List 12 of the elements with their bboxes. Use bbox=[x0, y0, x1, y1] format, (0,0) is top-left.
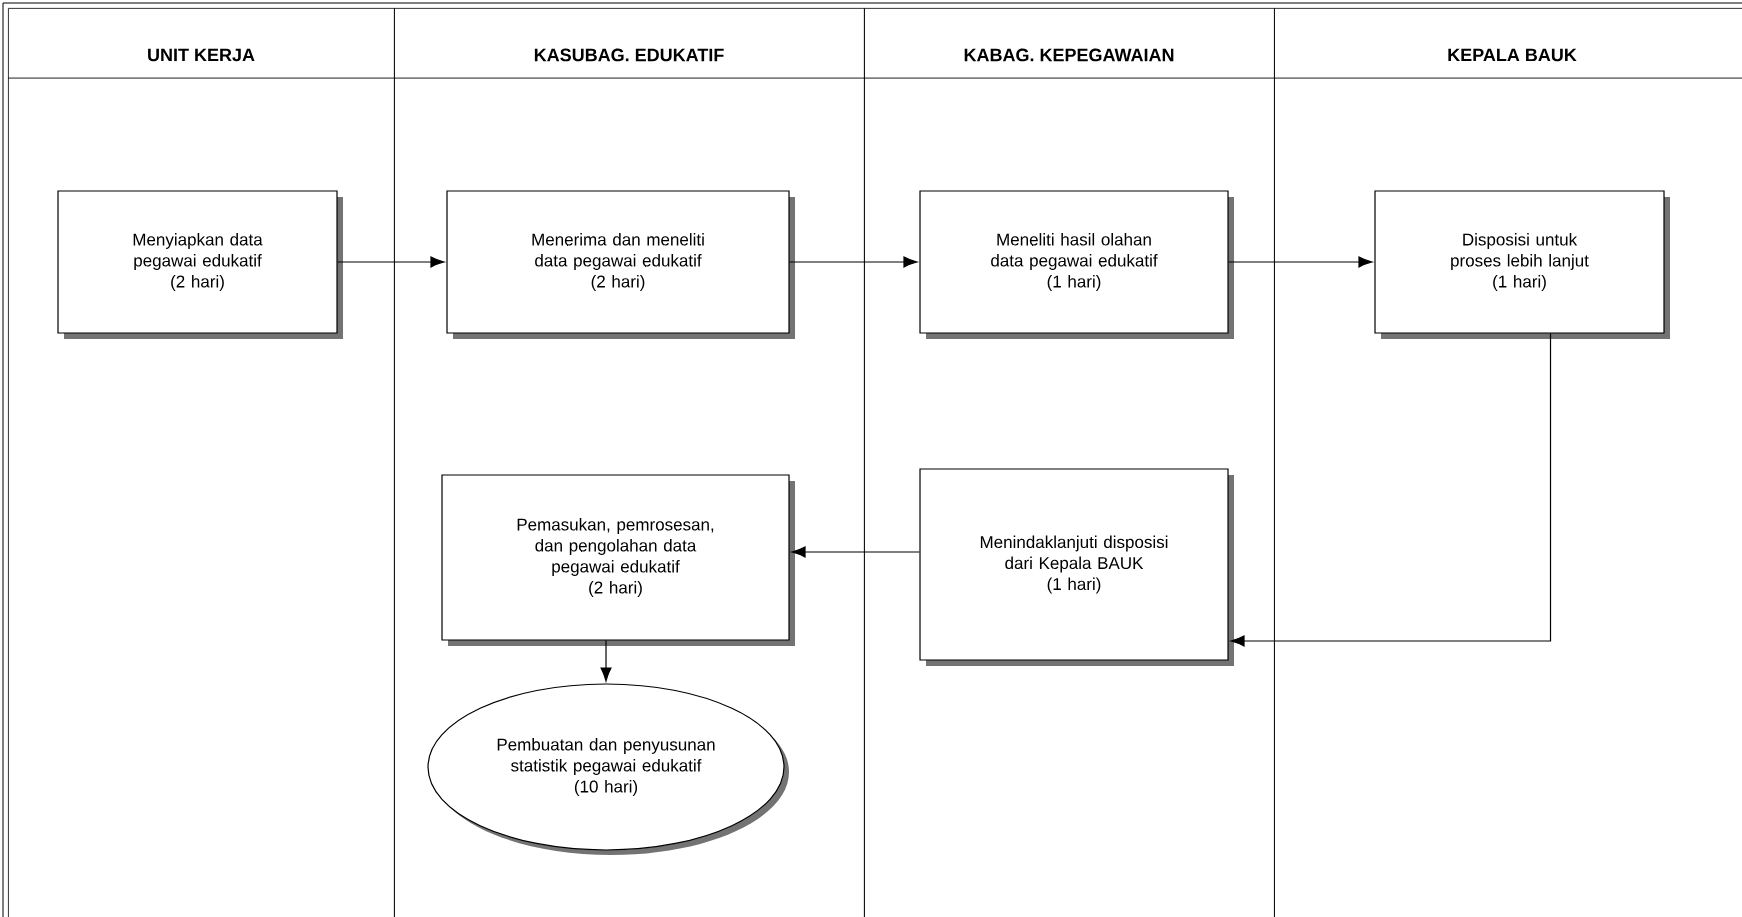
arrow bbox=[791, 546, 920, 558]
process-box: Pemasukan, pemrosesan, dan pengolahan data pegawai edukatif (2 hari) bbox=[441, 474, 795, 646]
process-box: Menindaklanjuti disposisi dari Kepala BAUK (1 hari) bbox=[919, 468, 1234, 666]
arrow bbox=[1228, 256, 1373, 268]
arrow bbox=[600, 640, 612, 682]
process-box: Meneliti hasil olahan data pegawai edukatif (1 hari) bbox=[919, 190, 1234, 339]
process-box: Disposisi untuk proses lebih lanjut (1 hari) bbox=[1374, 190, 1670, 339]
arrow bbox=[1230, 333, 1552, 647]
process-box: Menyiapkan data pegawai edukatif (2 hari) bbox=[57, 190, 343, 339]
arrow bbox=[337, 256, 445, 268]
arrow bbox=[789, 256, 918, 268]
process-box: Menerima dan meneliti data pegawai edukatif (2 hari) bbox=[446, 190, 795, 339]
